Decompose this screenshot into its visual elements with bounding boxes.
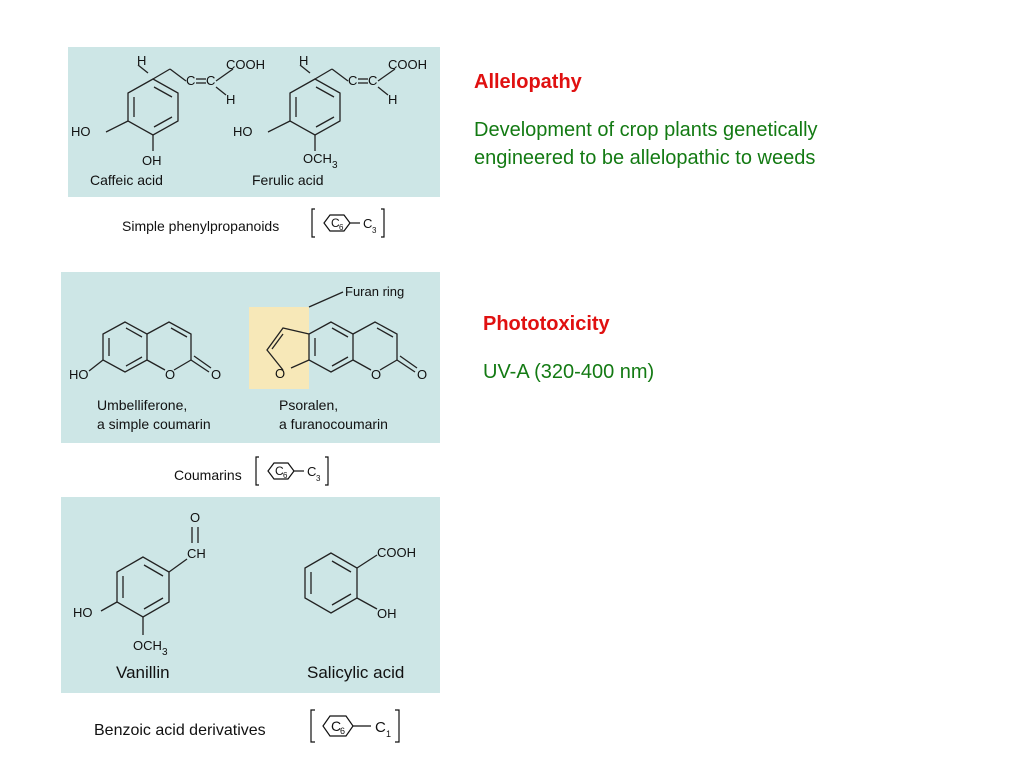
furan-ring-callout: Furan ring <box>345 284 404 299</box>
ferulic-h2-label: H <box>388 92 397 107</box>
salicylic-acid-name: Salicylic acid <box>307 663 404 682</box>
allelopathy-heading: Allelopathy <box>474 71 582 93</box>
caffeic-h1-label: H <box>137 53 146 68</box>
psoralen-structure: O O O Psoralen, a furanocoumarin <box>266 321 427 432</box>
benzoic-panel: O CH HO OCH 3 Vanillin COOH OH Salicylic… <box>61 497 440 693</box>
psoralen-o-keto-label: O <box>417 367 427 382</box>
salicylic-acid-structure: COOH OH Salicylic acid <box>304 545 416 682</box>
allelopathy-text-line2: engineered to be allelopathic to weeds <box>474 147 816 169</box>
svg-text:3: 3 <box>316 474 321 483</box>
caffeic-ho-label: HO <box>71 124 91 139</box>
salicylic-oh-label: OH <box>377 606 397 621</box>
allelopathy-text: Development of crop plants genetically e… <box>474 116 818 172</box>
svg-text:C: C <box>348 73 357 88</box>
phototoxicity-text: UV-A (320-400 nm) <box>483 361 655 383</box>
coumarins-caption: Coumarins <box>174 467 242 483</box>
coumarins-formula: C 6 C 3 <box>255 456 329 486</box>
vanillin-o-label: O <box>190 510 200 525</box>
coumarins-panel: Furan ring HO O O Umbelliferone, a simpl… <box>61 272 440 443</box>
allelopathy-text-line1: Development of crop plants genetically <box>474 119 818 141</box>
vanillin-och-label: OCH <box>133 638 162 653</box>
vanillin-och-index: 3 <box>162 647 168 658</box>
svg-text:6: 6 <box>339 223 344 232</box>
ferulic-acid-structure: H C C COOH H HO OCH 3 Ferulic acid <box>233 53 427 188</box>
vanillin-name: Vanillin <box>116 663 170 682</box>
ferulic-h1-label: H <box>299 53 308 68</box>
phenylpropanoids-panel: H C C COOH H HO OH Caffeic acid H C <box>68 47 440 197</box>
ferulic-cooh-label: COOH <box>388 57 427 72</box>
benzoic-formula: C 6 C 1 <box>310 709 400 743</box>
phototoxicity-heading: Phototoxicity <box>483 313 610 335</box>
ferulic-acid-name: Ferulic acid <box>252 172 324 188</box>
caffeic-oh-label: OH <box>142 153 162 168</box>
benzoic-caption: Benzoic acid derivatives <box>94 722 266 739</box>
svg-text:C: C <box>331 718 341 734</box>
svg-text:C: C <box>331 216 340 230</box>
vanillin-ch-label: CH <box>187 546 206 561</box>
ferulic-ho-label: HO <box>233 124 253 139</box>
umbelliferone-o-keto-label: O <box>211 367 221 382</box>
ferulic-och-label: OCH <box>303 151 332 166</box>
caffeic-acid-structure: H C C COOH H HO OH Caffeic acid <box>71 53 265 188</box>
svg-text:C: C <box>206 73 215 88</box>
svg-text:C: C <box>275 464 284 478</box>
umbelliferone-structure: HO O O Umbelliferone, a simple coumarin <box>69 321 221 432</box>
caffeic-cooh-label: COOH <box>226 57 265 72</box>
vanillin-ho-label: HO <box>73 605 93 620</box>
svg-text:1: 1 <box>386 729 391 739</box>
caffeic-acid-name: Caffeic acid <box>90 172 163 188</box>
psoralen-name-line1: Psoralen, <box>279 397 338 413</box>
svg-text:C: C <box>186 73 195 88</box>
benzoic-structures: O CH HO OCH 3 Vanillin COOH OH Salicylic… <box>73 510 416 682</box>
caffeic-h2-label: H <box>226 92 235 107</box>
psoralen-o-ring-label: O <box>371 367 381 382</box>
coumarin-structures: Furan ring HO O O Umbelliferone, a simpl… <box>69 284 427 432</box>
furan-ring-highlight <box>249 307 309 389</box>
salicylic-cooh-label: COOH <box>377 545 416 560</box>
phenylpropanoid-structures: H C C COOH H HO OH Caffeic acid H C <box>71 53 427 188</box>
ferulic-och-index: 3 <box>332 160 338 171</box>
svg-text:C: C <box>363 216 372 231</box>
umbelliferone-name-line1: Umbelliferone, <box>97 397 187 413</box>
svg-text:C: C <box>375 719 386 736</box>
svg-text:C: C <box>368 73 377 88</box>
umbelliferone-o-ring-label: O <box>165 367 175 382</box>
psoralen-name-line2: a furanocoumarin <box>279 416 388 432</box>
phenylpropanoids-caption: Simple phenylpropanoids <box>122 218 280 234</box>
svg-text:6: 6 <box>340 726 345 736</box>
vanillin-structure: O CH HO OCH 3 Vanillin <box>73 510 206 682</box>
svg-text:C: C <box>307 464 316 479</box>
phenylpropanoids-formula: C 6 C 3 <box>311 208 385 238</box>
umbelliferone-ho-label: HO <box>69 367 89 382</box>
svg-text:3: 3 <box>372 226 377 235</box>
svg-text:6: 6 <box>283 471 288 480</box>
umbelliferone-name-line2: a simple coumarin <box>97 416 211 432</box>
psoralen-o-furan-label: O <box>275 366 285 381</box>
